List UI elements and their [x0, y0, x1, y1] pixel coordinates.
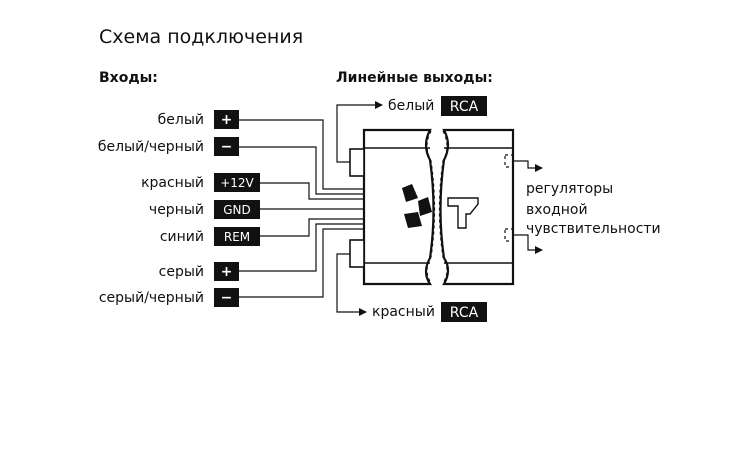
output-tag-bottom-text: RCA [450, 305, 479, 321]
wire-white [239, 119, 364, 190]
rca-jack-top [349, 148, 365, 177]
tag-rem-text: REM [224, 230, 250, 244]
tag-rem [214, 227, 260, 246]
input-label-red: красный [141, 175, 204, 191]
logo-diamond-top [402, 184, 418, 202]
tag-minus-white [214, 137, 239, 156]
rca-jack-bottom [349, 239, 365, 268]
input-label-gray-black: серый/черный [99, 290, 204, 306]
wire-gray [239, 223, 364, 272]
gain-arrow-bottom [513, 234, 543, 254]
break-marks [426, 130, 448, 284]
sensitivity-line-3: чувствительности [526, 221, 661, 237]
output-top: белый RCA [336, 96, 487, 163]
logo-diamond-bottom [404, 212, 422, 228]
gain-arrow-top [513, 160, 543, 172]
output-wire-top [336, 101, 383, 163]
logo-t-shape [447, 197, 479, 229]
tag-gnd-text: GND [223, 203, 251, 217]
output-tag-top [441, 96, 487, 116]
input-labels: белый белый/черный красный черный синий … [98, 112, 204, 306]
tag-plus-white-text: + [221, 112, 233, 128]
device-right-body [439, 128, 515, 286]
wire-blue [260, 218, 364, 237]
output-tag-top-text: RCA [450, 99, 479, 115]
device-left-half [349, 128, 435, 286]
outputs-heading: Линейные выходы: [336, 70, 493, 86]
input-label-blue: синий [160, 229, 204, 245]
sensitivity-line-2: входной [526, 202, 588, 218]
input-label-black: черный [149, 202, 204, 218]
sensitivity-line-1: регуляторы [526, 181, 613, 197]
tag-plus-white [214, 110, 239, 129]
tag-minus-white-text: − [221, 139, 233, 155]
wire-white-black [239, 146, 364, 195]
input-wires [239, 119, 364, 298]
input-tags: + − +12V GND REM + − [214, 110, 260, 307]
sensitivity-controls: регуляторы входной чувствительности [504, 154, 661, 254]
output-wire-bottom [336, 253, 367, 316]
output-label-top: белый [388, 98, 434, 114]
wire-red [260, 182, 364, 200]
tag-minus-gray [214, 288, 239, 307]
device-right-half [439, 128, 515, 286]
logo-diamond-right [418, 197, 432, 216]
output-label-bottom: красный [372, 304, 435, 320]
input-label-gray: серый [159, 264, 204, 280]
inputs-heading: Входы: [99, 70, 158, 86]
output-bottom: красный RCA [336, 253, 487, 322]
input-label-white: белый [158, 112, 204, 128]
tag-12v-text: +12V [220, 176, 254, 190]
tag-minus-gray-text: − [221, 290, 233, 306]
wire-gray-black [239, 228, 364, 298]
tag-plus-gray [214, 262, 239, 281]
output-tag-bottom [441, 302, 487, 322]
tag-gnd [214, 200, 260, 219]
device-left-body [362, 128, 435, 286]
input-label-white-black: белый/черный [98, 139, 204, 155]
page-title: Схема подключения [99, 26, 303, 48]
tag-plus-gray-text: + [221, 264, 233, 280]
tag-12v [214, 173, 260, 192]
